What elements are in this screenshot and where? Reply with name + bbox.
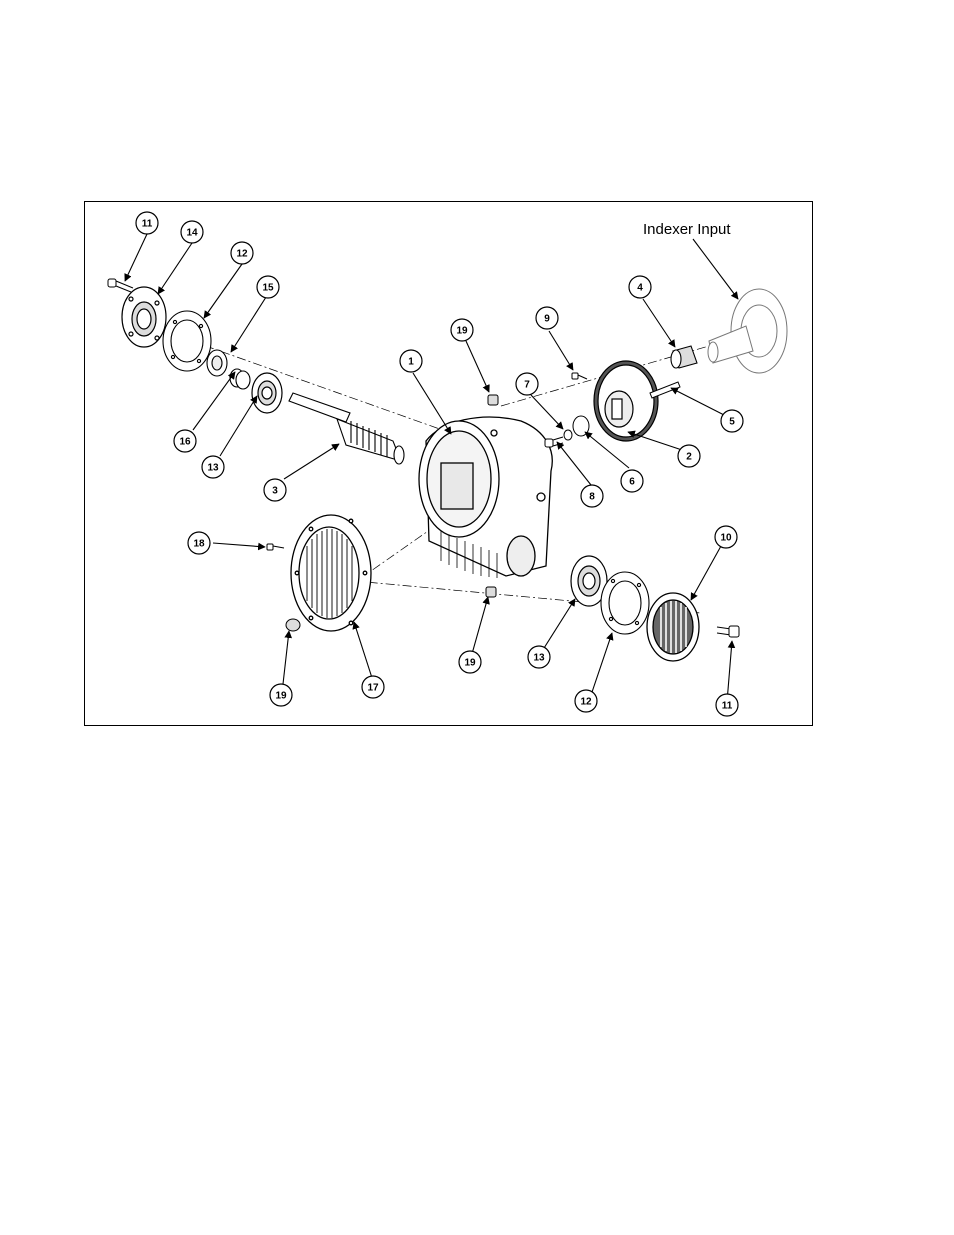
callout-number: 19 xyxy=(456,326,468,337)
part-17-cover xyxy=(291,515,371,631)
part-10-cover xyxy=(647,593,699,661)
part-18-screw xyxy=(267,544,284,550)
callout-number: 8 xyxy=(589,492,595,503)
part-12-gasket-top xyxy=(163,311,211,371)
indexer-input-label: Indexer Input xyxy=(643,221,731,238)
part-7-washer xyxy=(564,430,572,440)
part-1-housing xyxy=(419,417,552,578)
callout-number: 6 xyxy=(629,477,635,488)
callout-number: 15 xyxy=(262,283,274,294)
callout-c9: 9 xyxy=(536,307,558,329)
callout-c13a: 13 xyxy=(202,456,224,478)
callout-c18: 18 xyxy=(188,532,210,554)
part-13-bearing-top xyxy=(252,373,282,413)
part-2-gear xyxy=(594,361,658,441)
callout-number: 19 xyxy=(464,658,476,669)
callout-c16: 16 xyxy=(174,430,196,452)
exploded-parts-diagram: Indexer Input 11 14 12 15 16 13 3 1 19 9 7 8 6 2 4 5 18 1… xyxy=(85,202,814,727)
callout-c12a: 12 xyxy=(231,242,253,264)
callout-c12b: 12 xyxy=(575,690,597,712)
callout-c4: 4 xyxy=(629,276,651,298)
callout-number: 10 xyxy=(720,533,732,544)
callout-c10: 10 xyxy=(715,526,737,548)
figure-frame: Indexer Input 11 14 12 15 16 13 3 1 19 9 7 8 6 2 4 5 18 1… xyxy=(84,201,813,726)
callout-c11b: 11 xyxy=(716,694,738,716)
part-11-screw-bottom xyxy=(717,626,739,637)
callout-c3: 3 xyxy=(264,479,286,501)
callout-number: 13 xyxy=(207,463,219,474)
callout-number: 17 xyxy=(367,683,379,694)
part-19-plug-bottom xyxy=(486,587,496,597)
callout-number: 14 xyxy=(186,228,198,239)
callout-c2: 2 xyxy=(678,445,700,467)
part-14-bearing-cap xyxy=(122,287,166,347)
part-19-plug-top xyxy=(488,395,498,405)
callout-c8: 8 xyxy=(581,485,603,507)
indexer-input-unit xyxy=(708,289,787,373)
part-4-sleeve xyxy=(671,346,697,368)
callout-number: 16 xyxy=(179,437,191,448)
part-9-screw xyxy=(572,373,587,379)
callout-number: 11 xyxy=(722,701,733,712)
callout-number: 12 xyxy=(580,697,592,708)
callout-c5: 5 xyxy=(721,410,743,432)
callout-number: 2 xyxy=(686,452,692,463)
callout-number: 12 xyxy=(236,249,248,260)
part-12-gasket-bottom xyxy=(601,572,649,634)
callout-c19a: 19 xyxy=(451,319,473,341)
part-3-worm-shaft xyxy=(289,393,404,464)
callout-number: 3 xyxy=(272,486,278,497)
callout-c7: 7 xyxy=(516,373,538,395)
callout-number: 9 xyxy=(544,314,550,325)
part-16-bushing xyxy=(230,369,250,389)
callout-number: 11 xyxy=(142,219,153,230)
part-19-plug-left xyxy=(286,619,300,631)
callout-c14: 14 xyxy=(181,221,203,243)
part-11-screw-top xyxy=(108,279,133,292)
part-15-spacer xyxy=(207,350,227,376)
callout-number: 13 xyxy=(533,653,545,664)
callout-c1: 1 xyxy=(400,350,422,372)
callout-number: 18 xyxy=(193,539,205,550)
callout-number: 4 xyxy=(637,283,643,294)
callout-c15: 15 xyxy=(257,276,279,298)
callout-c19c: 19 xyxy=(459,651,481,673)
callout-number: 1 xyxy=(408,357,414,368)
callout-c19b: 19 xyxy=(270,684,292,706)
callout-number: 7 xyxy=(524,380,530,391)
callout-c13b: 13 xyxy=(528,646,550,668)
callout-c17: 17 xyxy=(362,676,384,698)
callout-number: 19 xyxy=(275,691,287,702)
callout-c11a: 11 xyxy=(136,212,158,234)
callout-number: 5 xyxy=(729,417,735,428)
callout-c6: 6 xyxy=(621,470,643,492)
